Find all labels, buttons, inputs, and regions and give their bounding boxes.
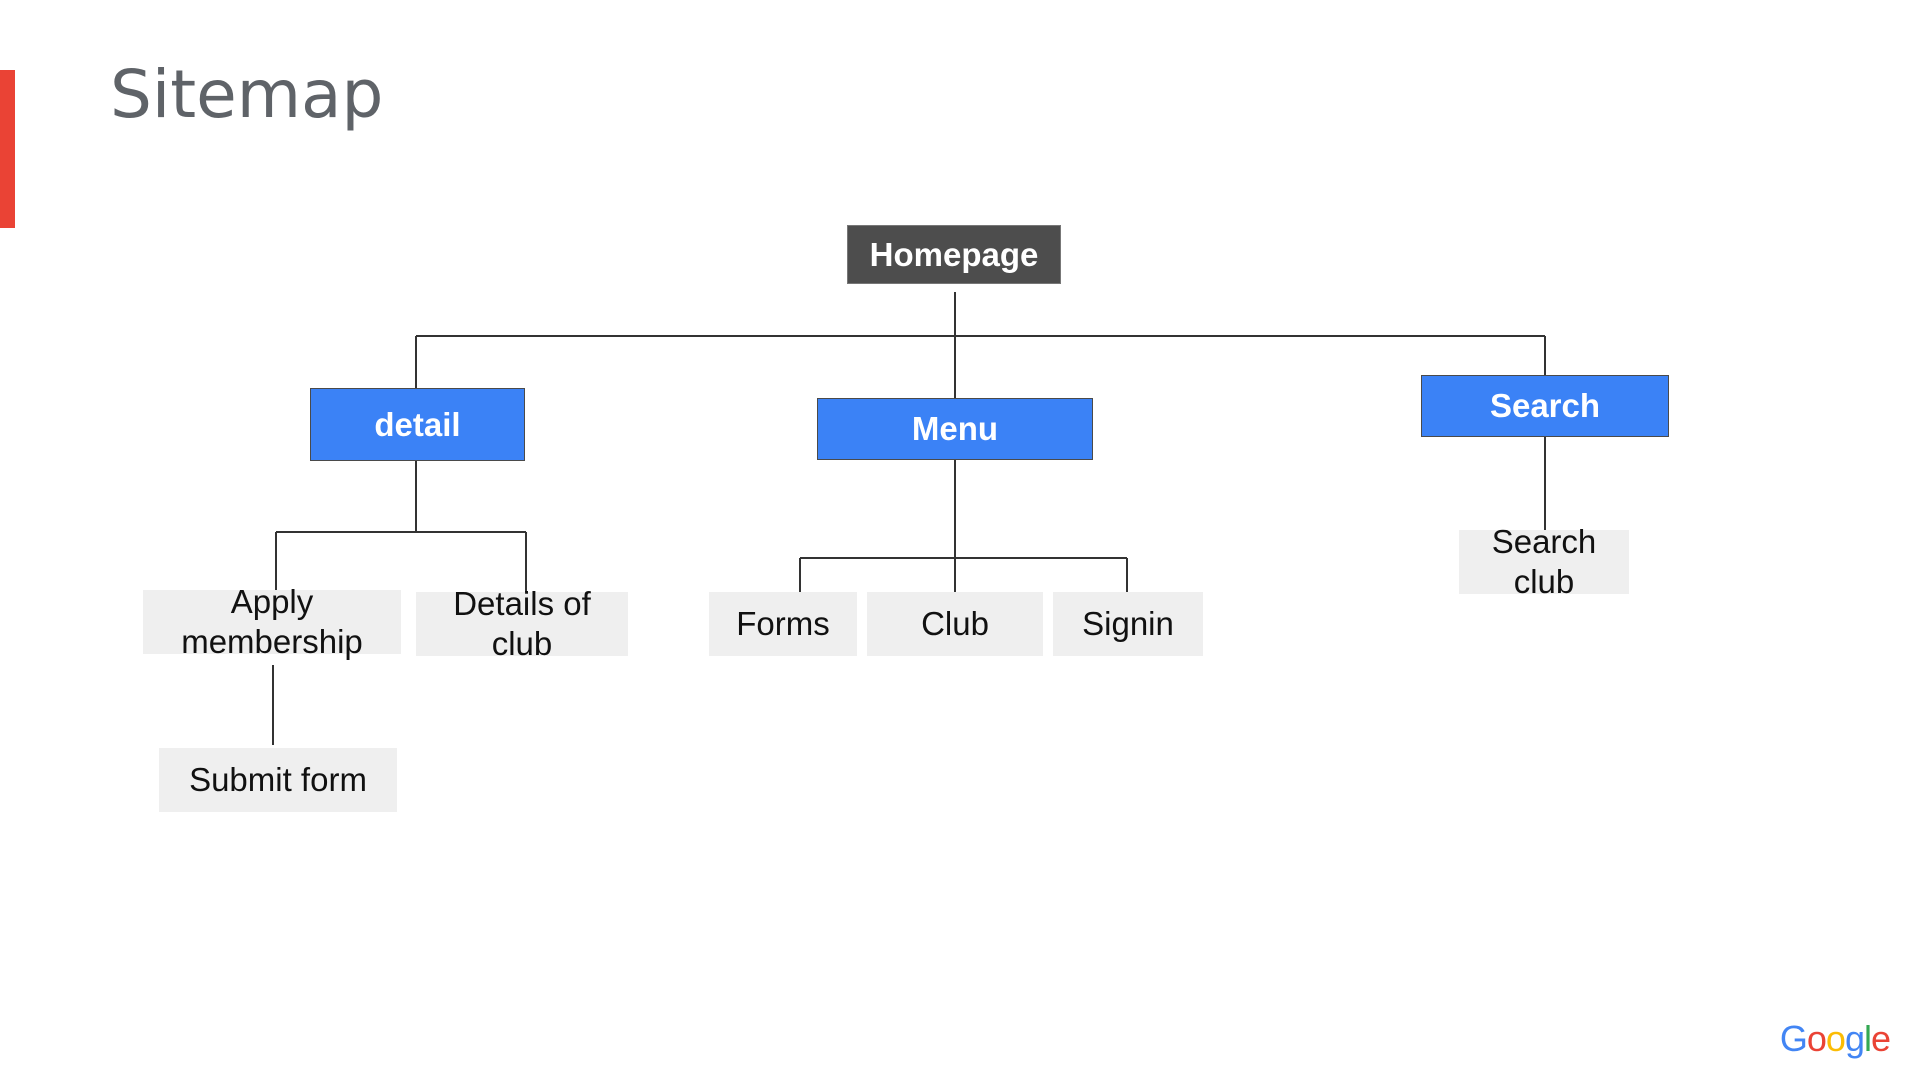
node-details-of-club-line1: Details of bbox=[453, 585, 591, 623]
node-club: Club bbox=[867, 592, 1043, 656]
node-apply-membership-line2: membership bbox=[181, 623, 363, 660]
node-search-club-line1: Search bbox=[1491, 523, 1597, 561]
logo-letter: o bbox=[1825, 1018, 1846, 1059]
accent-bar bbox=[0, 70, 15, 228]
node-details-of-club-line2: club bbox=[491, 625, 553, 662]
node-search: Search bbox=[1421, 375, 1669, 437]
node-homepage: Homepage bbox=[847, 225, 1061, 284]
node-details-of-club: Details of club bbox=[416, 585, 628, 662]
node-signin: Signin bbox=[1053, 592, 1203, 656]
slide-title: Sitemap bbox=[110, 56, 384, 133]
google-logo: Google bbox=[1779, 1018, 1891, 1060]
logo-letter: o bbox=[1806, 1018, 1827, 1059]
logo-letter: e bbox=[1870, 1018, 1891, 1059]
node-search-club: Search club bbox=[1459, 523, 1629, 600]
logo-letter: l bbox=[1863, 1018, 1872, 1059]
logo-letter: g bbox=[1844, 1018, 1865, 1059]
node-search-club-line2: club bbox=[1513, 563, 1575, 600]
node-apply-membership-line1: Apply bbox=[230, 583, 314, 621]
node-forms: Forms bbox=[709, 592, 857, 656]
node-detail: detail bbox=[310, 388, 525, 461]
node-apply-membership: Apply membership bbox=[143, 583, 401, 660]
node-menu: Menu bbox=[817, 398, 1093, 460]
logo-letter: G bbox=[1779, 1018, 1808, 1059]
node-submit-form: Submit form bbox=[159, 748, 397, 812]
